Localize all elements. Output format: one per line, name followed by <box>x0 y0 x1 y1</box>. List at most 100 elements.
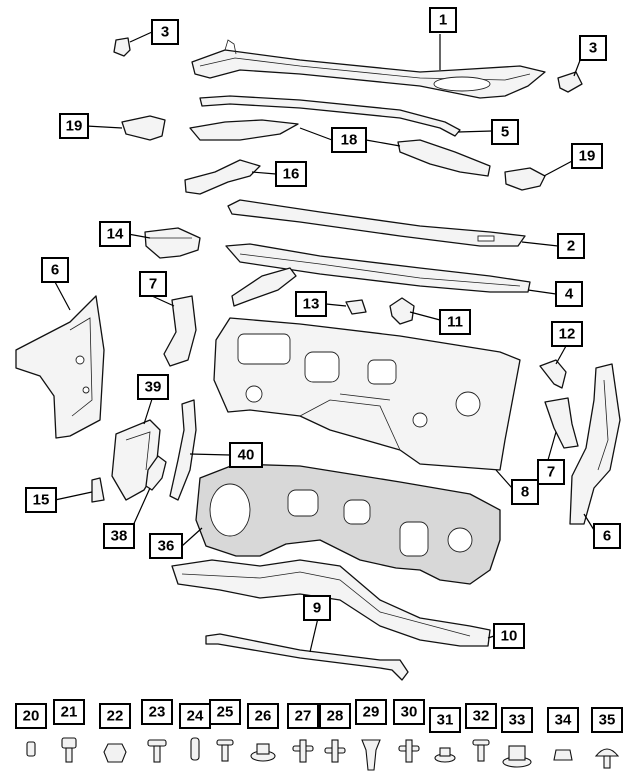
fastener-35: 35 <box>591 707 623 769</box>
callout-4-label: 4 <box>565 286 574 303</box>
callout-40-label: 40 <box>238 447 255 464</box>
part-6-pillar-left <box>15 295 105 439</box>
part-38-bracket <box>145 455 167 491</box>
part-1-cowl-top-panel <box>191 39 546 99</box>
fastener-24-label: 24 <box>187 708 204 725</box>
part-7-bracket-left <box>163 295 197 367</box>
part-13-clip <box>345 299 367 315</box>
fastener-33: 33 <box>501 707 533 768</box>
fastener-22: 22 <box>99 703 131 763</box>
fastener-30-label: 30 <box>401 704 418 721</box>
callout-8-label: 8 <box>521 484 529 501</box>
callout-38-label: 38 <box>111 528 128 545</box>
callout-36: 36 <box>149 533 183 559</box>
callout-14-label: 14 <box>107 226 124 243</box>
part-16-bracket <box>184 159 261 195</box>
callout-19-left: 19 <box>59 113 89 139</box>
callout-19-right-label: 19 <box>579 148 596 165</box>
part-9-support-bar <box>205 633 409 681</box>
part-8-dash-panel <box>213 317 521 471</box>
fastener-29-label: 29 <box>363 704 380 721</box>
fastener-20-label: 20 <box>23 708 40 725</box>
part-3-bracket-right <box>557 71 583 93</box>
part-14-bracket <box>144 227 201 259</box>
callout-7-left-label: 7 <box>149 276 157 293</box>
fastener-21-label: 21 <box>61 704 78 721</box>
callout-1-label: 1 <box>439 12 447 29</box>
part-12-bracket <box>539 359 567 389</box>
callout-15-label: 15 <box>33 492 50 509</box>
callout-6-left: 6 <box>41 257 69 283</box>
callout-5: 5 <box>491 119 519 145</box>
fastener-27-label: 27 <box>295 708 312 725</box>
callout-9: 9 <box>303 595 331 621</box>
fastener-26: 26 <box>247 703 279 762</box>
callout-38: 38 <box>103 523 135 549</box>
fastener-32-label: 32 <box>473 708 490 725</box>
fastener-32: 32 <box>465 703 497 762</box>
callout-14: 14 <box>99 221 131 247</box>
callout-40: 40 <box>229 442 263 468</box>
callout-19-right: 19 <box>571 143 603 169</box>
fastener-33-label: 33 <box>509 712 526 729</box>
part-19-bracket-left <box>121 115 166 141</box>
part-3-bracket-left <box>113 37 131 57</box>
callout-2: 2 <box>557 233 585 259</box>
callout-3-top-right-label: 3 <box>589 40 597 57</box>
callout-39-label: 39 <box>145 379 162 396</box>
part-6-pillar-right <box>569 363 621 525</box>
callout-16-label: 16 <box>283 166 300 183</box>
callout-16: 16 <box>275 161 307 187</box>
callout-15: 15 <box>25 487 57 513</box>
fastener-34: 34 <box>547 707 579 761</box>
part-7-bracket-right <box>544 397 579 449</box>
callout-5-label: 5 <box>501 124 509 141</box>
part-15-clip <box>91 477 105 503</box>
fastener-27: 27 <box>287 703 319 763</box>
fastener-31-label: 31 <box>437 712 454 729</box>
fastener-29: 29 <box>355 699 387 771</box>
fastener-31: 31 <box>429 707 461 763</box>
fastener-24: 24 <box>179 703 211 761</box>
callout-6-right: 6 <box>593 523 621 549</box>
callout-8: 8 <box>511 479 539 505</box>
fastener-28: 28 <box>319 703 351 763</box>
part-10-cross-member <box>171 559 491 647</box>
callout-7-left: 7 <box>139 271 167 297</box>
callout-7-right-label: 7 <box>547 464 555 481</box>
callout-3-top-left: 3 <box>151 19 179 45</box>
callout-3-top-right: 3 <box>579 35 607 61</box>
callout-39: 39 <box>137 374 169 400</box>
fastener-22-label: 22 <box>107 708 124 725</box>
fastener-21: 21 <box>53 699 85 763</box>
leader-lines <box>54 31 595 653</box>
fastener-30: 30 <box>393 699 425 763</box>
part-18-panel-left <box>189 119 299 141</box>
part-11-bracket <box>389 297 415 325</box>
callout-1: 1 <box>429 7 457 33</box>
callout-9-label: 9 <box>313 600 321 617</box>
callout-11: 11 <box>439 309 471 335</box>
fastener-35-label: 35 <box>599 712 616 729</box>
fastener-25: 25 <box>209 699 241 762</box>
part-36-dash-silencer <box>195 463 501 585</box>
part-19-bracket-right <box>504 167 546 191</box>
fastener-20: 20 <box>15 703 47 757</box>
callout-13-label: 13 <box>303 296 320 313</box>
part-4-plenum-panel <box>225 243 531 293</box>
callout-10-label: 10 <box>501 628 518 645</box>
callout-2-label: 2 <box>567 238 575 255</box>
callout-3-top-left-label: 3 <box>161 24 169 41</box>
fastener-23-label: 23 <box>149 704 166 721</box>
part-40-brace <box>169 399 197 501</box>
fastener-23: 23 <box>141 699 173 763</box>
fastener-34-label: 34 <box>555 712 572 729</box>
callout-13: 13 <box>295 291 327 317</box>
part-2-cowl-panel <box>227 199 526 247</box>
callout-7-right: 7 <box>537 459 565 485</box>
callout-19-left-label: 19 <box>66 118 83 135</box>
callout-18-label: 18 <box>341 132 358 149</box>
part-18-panel-right <box>397 139 491 177</box>
callout-10: 10 <box>493 623 525 649</box>
callout-12-label: 12 <box>559 326 576 343</box>
